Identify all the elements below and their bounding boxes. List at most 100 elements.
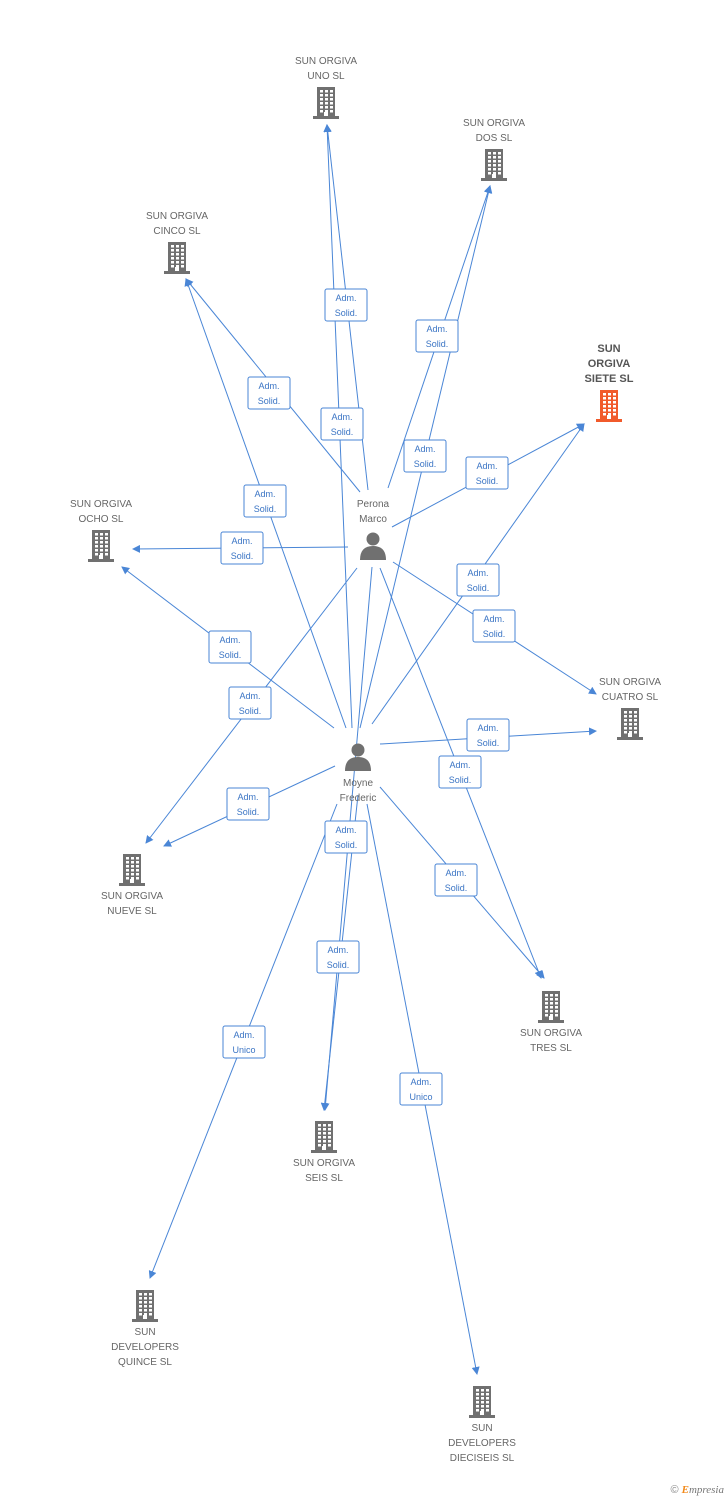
relation-badge-box — [316, 940, 360, 974]
relation-badge-perona-cinco[interactable]: Adm.Solid. — [247, 376, 291, 410]
brand-logo[interactable]: Empresia — [682, 1484, 724, 1496]
relation-badge-moyne-cuatro[interactable]: Adm. Solid. — [466, 718, 510, 752]
relation-badge-box — [403, 439, 447, 473]
relation-badge-box — [472, 609, 516, 643]
relation-label-line: Adm. — [477, 723, 498, 733]
relation-label-line: Adm. — [335, 825, 356, 835]
node-label-line: CUATRO SL — [602, 692, 659, 703]
relation-label-line: Solid. — [414, 459, 437, 469]
relation-badge-perona-uno[interactable]: Adm.Solid. — [324, 288, 368, 322]
relation-badge-box — [415, 319, 459, 353]
relation-badge-moyne-seis[interactable]: Adm. Solid. — [324, 820, 368, 854]
node-label-line: DOS SL — [476, 133, 513, 144]
brand-initial: E — [681, 1484, 689, 1496]
relation-label-line: Solid. — [477, 738, 500, 748]
relation-label-line: Solid. — [258, 396, 281, 406]
relation-badge-moyne-ocho[interactable]: Adm.Solid. — [208, 630, 252, 664]
building-icon — [132, 1290, 158, 1322]
node-label-line: SUN — [597, 343, 620, 355]
relation-label-line: Adm. — [467, 568, 488, 578]
relation-badge-box — [324, 288, 368, 322]
relation-badge-moyne-uno[interactable]: Adm.Solid. — [320, 407, 364, 441]
relation-label-line: Adm. — [483, 614, 504, 624]
relation-labels-layer: Adm. Solid. Adm. Solid. Adm. Solid. Adm. Solid.… — [208, 288, 516, 1106]
relation-badge-box — [456, 563, 500, 597]
relation-badge-box — [226, 787, 270, 821]
relation-label-line: Adm. — [233, 1030, 254, 1040]
node-label-line: SEIS SL — [305, 1173, 343, 1184]
relation-label-line: Solid. — [237, 807, 260, 817]
relation-badge-box — [434, 863, 478, 897]
relation-badge-box — [399, 1072, 443, 1106]
node-label-line: SUN — [471, 1423, 492, 1434]
relation-badge-box — [324, 820, 368, 854]
relation-badge-moyne-nueve[interactable]: Adm.Solid. — [226, 787, 270, 821]
relation-label-line: Solid. — [483, 629, 506, 639]
relation-badge-moyne-quince[interactable]: Adm. Unico — [222, 1025, 266, 1059]
building-icon — [596, 390, 622, 422]
relation-badge-moyne-siete[interactable]: Adm.Solid. — [456, 563, 500, 597]
company-node-nueve[interactable]: SUN ORGIVA NUEVE SL — [101, 854, 163, 917]
relation-badge-perona-seis[interactable]: Adm.Solid. — [316, 940, 360, 974]
relation-label-line: Unico — [409, 1092, 432, 1102]
relation-label-line: Solid. — [254, 504, 277, 514]
node-label-line: SUN ORGIVA — [295, 56, 357, 67]
node-label-line: NUEVE SL — [107, 906, 157, 917]
relation-label-line: Solid. — [476, 476, 499, 486]
relation-badge-box — [220, 531, 264, 565]
relation-badge-moyne-dieciseis[interactable]: Adm.Unico — [399, 1072, 443, 1106]
node-label-line: SUN ORGIVA — [520, 1028, 582, 1039]
relation-badge-perona-siete[interactable]: Adm.Solid. — [465, 456, 509, 490]
node-label-line: Frederic — [340, 793, 377, 804]
building-icon — [538, 991, 564, 1023]
node-label-line: Moyne — [343, 778, 373, 789]
node-label-line: SUN ORGIVA — [101, 891, 163, 902]
node-label-line: DIECISEIS SL — [450, 1453, 515, 1464]
relation-badge-moyne-tres[interactable]: Adm. Solid. — [434, 863, 478, 897]
relation-label-line: Solid. — [239, 706, 262, 716]
person-icon — [360, 532, 386, 560]
relation-label-line: Solid. — [445, 883, 468, 893]
relation-badge-moyne-cinco[interactable]: Adm.Solid. — [243, 484, 287, 518]
relation-badge-perona-dos[interactable]: Adm.Solid. — [415, 319, 459, 353]
building-icon — [164, 242, 190, 274]
relation-badge-perona-ocho[interactable]: Adm.Solid. — [220, 531, 264, 565]
relation-label-line: Adm. — [445, 868, 466, 878]
relation-badge-moyne-dos[interactable]: Adm. Solid. — [403, 439, 447, 473]
node-label-line: Marco — [359, 514, 387, 525]
relation-badge-perona-cuatro[interactable]: Adm. Solid. — [472, 609, 516, 643]
relation-label-line: Solid. — [426, 339, 449, 349]
node-label-line: SUN ORGIVA — [293, 1158, 355, 1169]
relation-label-line: Solid. — [335, 840, 358, 850]
node-label-line: SUN — [134, 1327, 155, 1338]
node-label-line: QUINCE SL — [118, 1357, 172, 1368]
relation-badge-perona-nueve[interactable]: Adm. Solid. — [228, 686, 272, 720]
company-node-seis[interactable]: SUN ORGIVA SEIS SL — [293, 1121, 355, 1184]
node-label-line: ORGIVA — [588, 358, 631, 370]
building-icon — [88, 530, 114, 562]
relation-label-line: Solid. — [327, 960, 350, 970]
relation-label-line: Adm. — [414, 444, 435, 454]
node-label-line: OCHO SL — [78, 514, 123, 525]
building-icon — [311, 1121, 337, 1153]
relation-badge-box — [228, 686, 272, 720]
relation-label-line: Adm. — [239, 691, 260, 701]
node-label-line: SUN ORGIVA — [599, 677, 661, 688]
relation-badge-box — [438, 755, 482, 789]
relation-badge-box — [466, 718, 510, 752]
relation-badge-perona-tres[interactable]: Adm.Solid. — [438, 755, 482, 789]
relation-label-line: Unico — [232, 1045, 255, 1055]
company-node-cuatro[interactable]: SUN ORGIVA CUATRO SL — [599, 677, 661, 740]
